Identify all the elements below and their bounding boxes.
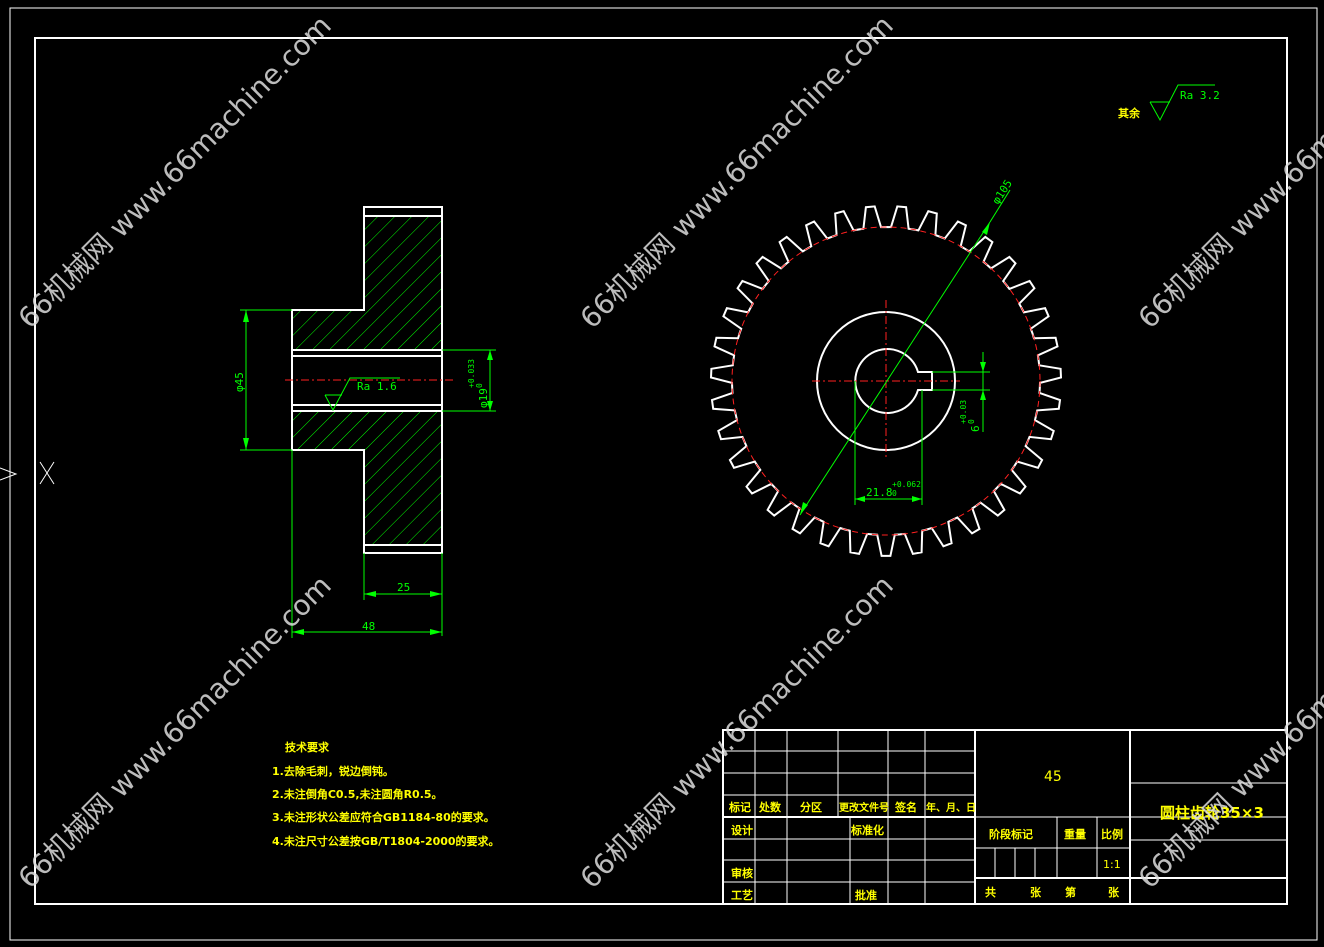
sheet-border (9, 7, 1318, 941)
dim-bore-tol: +0.033 (467, 359, 476, 388)
watermark-2: 66机械网 www.66machine.com (574, 9, 900, 335)
dim-hub-diameter: φ45 (233, 372, 246, 392)
dim-bore-diameter: φ19 (477, 388, 490, 408)
note-item-2: 2.未注倒角C0.5,未注圆角R0.5。 (272, 787, 443, 801)
hdr-change-doc: 更改文件号 (839, 801, 889, 814)
weight-label: 重量 (1064, 827, 1086, 841)
scale-value: 1:1 (1103, 858, 1121, 871)
technical-notes: 技术要求 1.去除毛刺，锐边倒钝。 2.未注倒角C0.5,未注圆角R0.5。 3… (272, 740, 500, 848)
review-label: 审核 (731, 866, 753, 880)
dim-outer-diameter: φ105 (990, 177, 1015, 206)
gear-front-view: φ105 6 +0.03 0 21.8 +0.062 0 (709, 177, 1063, 557)
roughness-note: 其余 Ra 3.2 (1118, 84, 1220, 122)
design-label: 设计 (731, 823, 753, 837)
sheet-unit-label: 张 (1108, 885, 1120, 899)
note-item-1: 1.去除毛刺，锐边倒钝。 (272, 764, 394, 778)
hdr-date: 年、月、日 (926, 801, 976, 814)
sheets-label: 张 (1030, 885, 1042, 899)
dim-total-width: 48 (362, 620, 375, 633)
watermark-1: 66机械网 www.66machine.com (12, 9, 338, 335)
frame-border (34, 37, 1288, 905)
dim-key-depth-tol-low: 0 (892, 489, 897, 498)
hdr-count: 处数 (758, 800, 782, 814)
part-name: 圆柱齿轮35×3 (1160, 804, 1264, 822)
bore-roughness: Ra 1.6 (357, 380, 397, 393)
roughness-value: Ra 3.2 (1180, 89, 1220, 102)
note-item-4: 4.未注尺寸公差按GB/T1804-2000的要求。 (272, 834, 500, 848)
dim-key-width-tol-low: 0 (967, 419, 976, 424)
approve-label: 批准 (855, 888, 877, 902)
note-item-3: 3.未注形状公差应符合GB1184-80的要求。 (272, 810, 495, 824)
stage-mark-label: 阶段标记 (989, 827, 1033, 841)
watermark-6: 66机械网 www.66machine.com (1132, 569, 1324, 895)
hdr-mark: 标记 (728, 800, 751, 814)
watermarks: 66机械网 www.66machine.com 66机械网 www.66mach… (12, 9, 1324, 895)
dim-bore-tol-low: 0 (475, 383, 484, 388)
total-label: 共 (985, 885, 996, 899)
scale-label: 比例 (1101, 827, 1123, 841)
sheet-no-label: 第 (1065, 885, 1076, 899)
title-block: 标记 处数 分区 更改文件号 签名 年、月、日 设计 标准化 审核 工艺 批准 … (722, 729, 1288, 905)
material: 45 (1044, 769, 1062, 785)
dim-key-width: 6 (969, 425, 982, 432)
notes-title: 技术要求 (285, 740, 330, 754)
dim-key-depth: 21.8 (866, 486, 893, 499)
watermark-3: 66机械网 www.66machine.com (1132, 9, 1324, 335)
bore-keyway (854, 348, 933, 414)
dim-face-width: 25 (397, 581, 410, 594)
standardize-label: 标准化 (850, 823, 884, 837)
watermark-5: 66机械网 www.66machine.com (574, 569, 900, 895)
section-view: Ra 1.6 φ45 φ19 +0.033 0 25 48 (233, 206, 496, 638)
dim-key-width-tol: +0.03 (959, 400, 968, 424)
ucs-icon (0, 461, 55, 485)
dim-key-depth-tol: +0.062 (892, 480, 921, 489)
hdr-sign: 签名 (894, 800, 917, 814)
process-label: 工艺 (731, 888, 753, 902)
hdr-zone: 分区 (800, 800, 822, 814)
roughness-note-label: 其余 (1118, 106, 1141, 120)
